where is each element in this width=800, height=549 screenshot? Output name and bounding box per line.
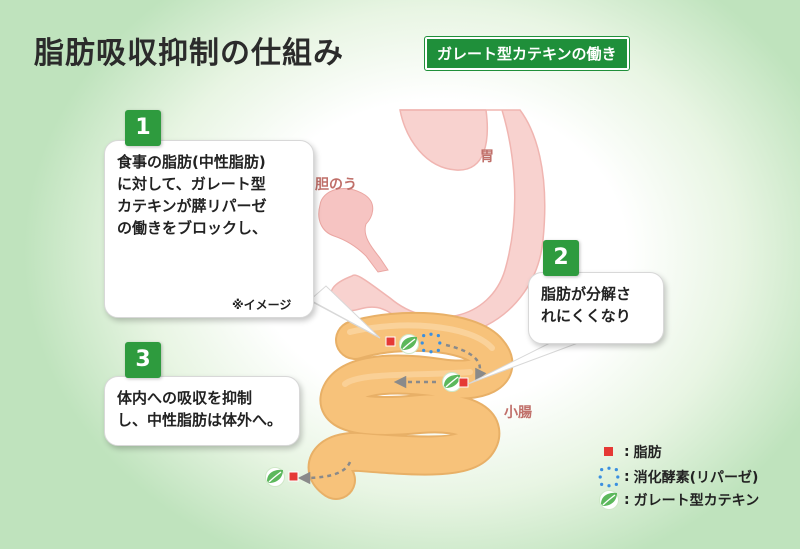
stomach-shape — [330, 109, 546, 337]
catechin-leaf-icon — [398, 334, 420, 354]
legend-catechin: :ガレート型カテキン — [596, 490, 759, 510]
small-intestine-label: 小腸 — [504, 405, 532, 421]
fat-square-icon — [604, 447, 613, 456]
subtitle-badge: ガレート型カテキンの働き — [424, 36, 630, 71]
gallbladder-label: 胆のう — [315, 177, 357, 193]
image-note: ※イメージ — [232, 298, 292, 312]
stomach-label: 胃 — [480, 149, 494, 165]
fat-square-icon — [288, 471, 299, 482]
catechin-leaf-icon — [264, 467, 286, 487]
step-1-text: 食事の脂肪(中性脂肪) に対して、ガレート型 カテキンが膵リパーゼ の働きをブロ… — [117, 153, 268, 237]
legend-lipase-label: 消化酵素(リパーゼ) — [633, 470, 759, 486]
step-1-callout: 食事の脂肪(中性脂肪) に対して、ガレート型 カテキンが膵リパーゼ の働きをブロ… — [104, 140, 314, 318]
legend-lipase: :消化酵素(リパーゼ) — [596, 466, 758, 488]
fat-square-icon — [458, 377, 469, 388]
step-1-number: 1 — [125, 110, 161, 146]
catechin-leaf-icon — [598, 490, 620, 510]
step-3-text: 体内への吸収を抑制 し、中性脂肪は体外へ。 — [117, 389, 283, 429]
step-3-callout: 体内への吸収を抑制 し、中性脂肪は体外へ。 — [104, 376, 300, 446]
gallbladder-shape — [318, 187, 389, 273]
page-title: 脂肪吸収抑制の仕組み — [34, 36, 344, 71]
step-3-number: 3 — [125, 342, 161, 378]
legend-fat: :脂肪 — [596, 442, 662, 462]
step-2-text: 脂肪が分解さ れにくくなり — [541, 285, 632, 325]
lipase-dots-icon — [598, 466, 620, 488]
step-2-callout: 脂肪が分解さ れにくくなり — [528, 272, 664, 344]
step-2-number: 2 — [543, 240, 579, 276]
legend-catechin-label: ガレート型カテキン — [633, 493, 760, 509]
legend-fat-label: 脂肪 — [633, 445, 662, 461]
fat-square-icon — [385, 336, 396, 347]
